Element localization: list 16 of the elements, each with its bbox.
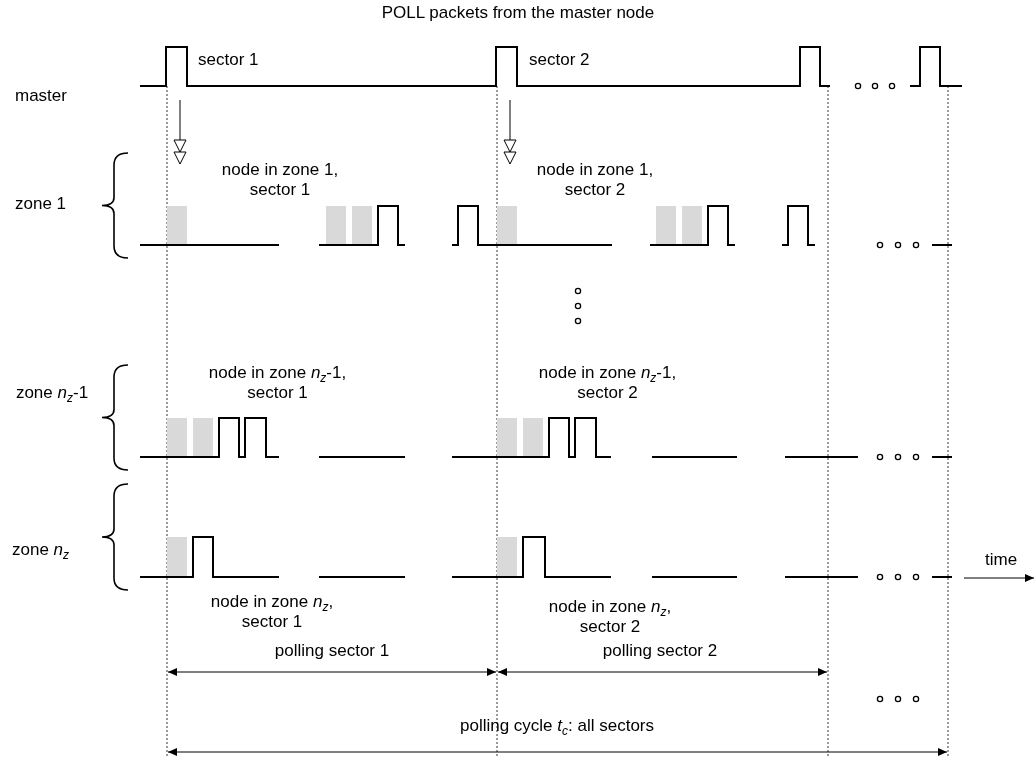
dimension-label: polling cycle t$_{c}$: all sectors [458, 716, 655, 736]
node-annotation: node in zone n$_{z}$, sector 1 [209, 592, 335, 632]
node-annotation: node in zone n$_{z}$-1, sector 1 [207, 363, 348, 403]
signal-label: zone n$_{z}$ [12, 540, 71, 560]
sector-label: sector 1 [198, 50, 260, 70]
sector-label: sector 2 [529, 50, 591, 70]
signal-label: zone 1 [15, 194, 68, 214]
node-annotation: node in zone n$_{z}$-1, sector 2 [537, 363, 678, 403]
node-annotation: node in zone 1, sector 1 [220, 160, 340, 200]
signal-label: master [15, 86, 68, 106]
time-label: time [985, 550, 1019, 570]
dimension-label: polling sector 1 [273, 641, 391, 661]
diagram-title: POLL packets from the master node [380, 3, 656, 23]
node-annotation: node in zone 1, sector 2 [535, 160, 655, 200]
signal-label: zone n$_{z}$-1 [14, 383, 90, 403]
dimension-label: polling sector 2 [601, 641, 719, 661]
